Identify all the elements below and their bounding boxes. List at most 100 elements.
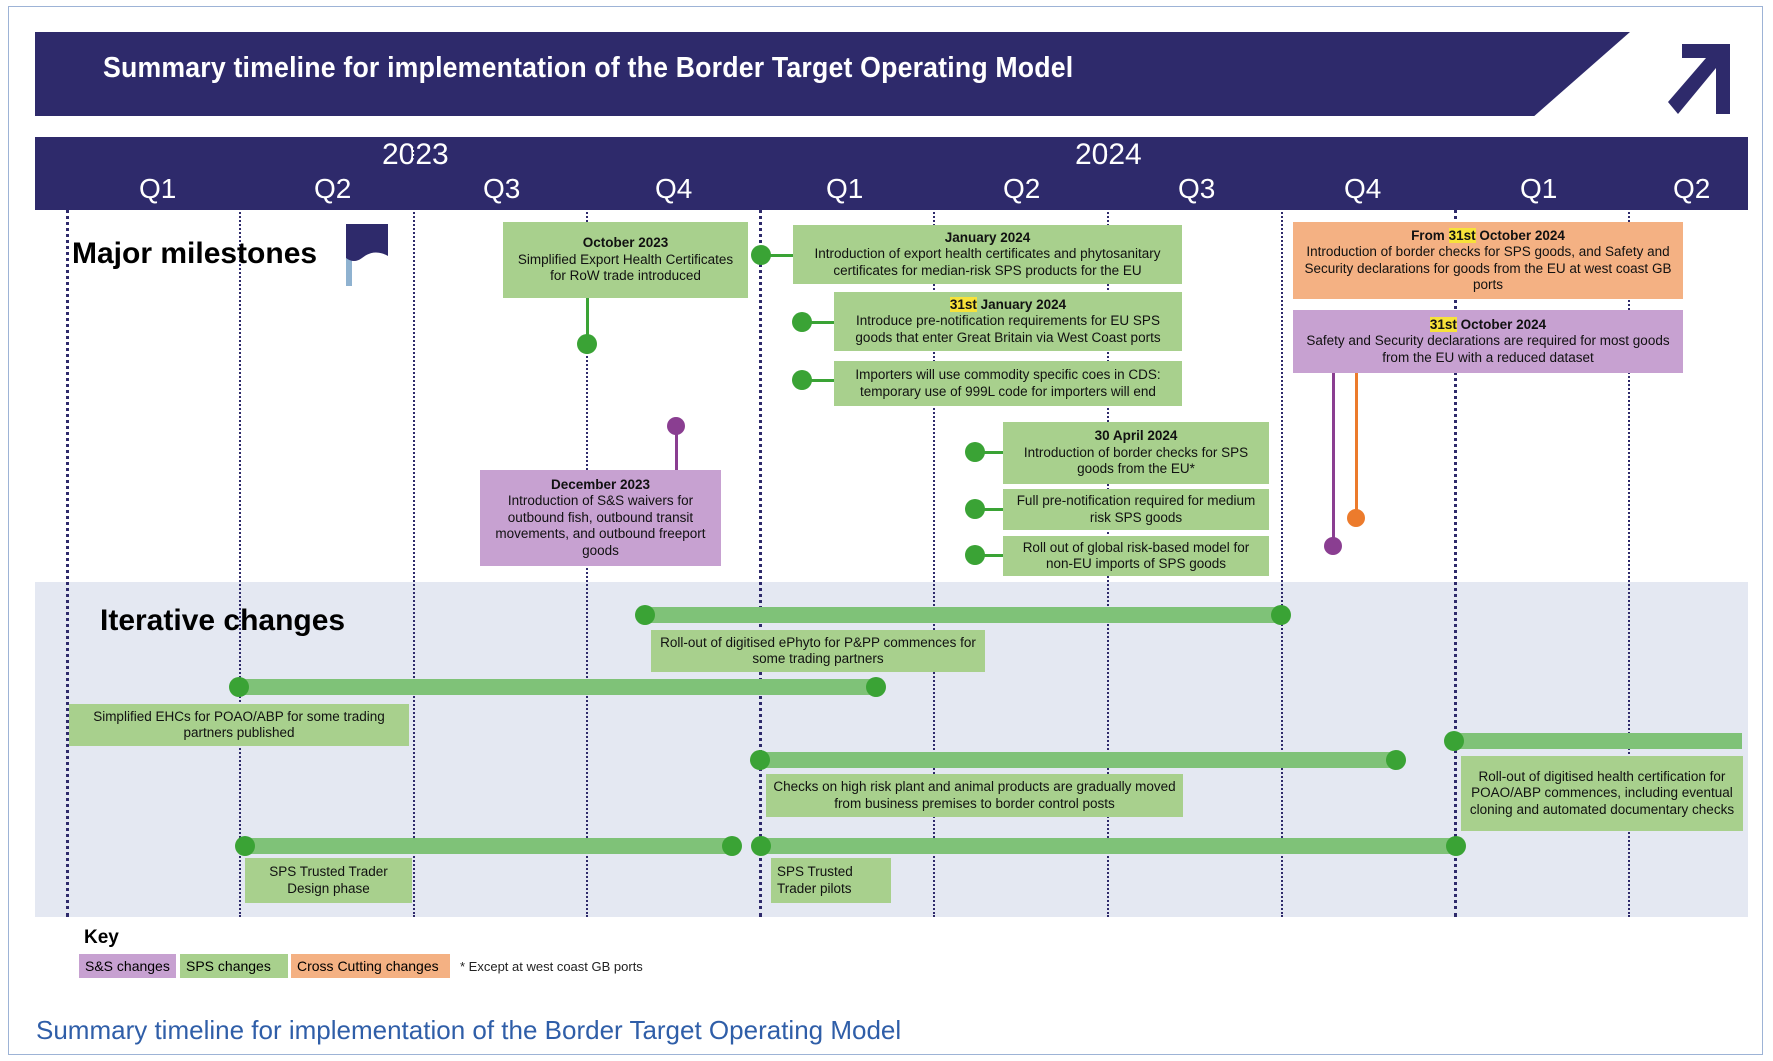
caption: Summary timeline for implementation of t… bbox=[36, 1015, 902, 1045]
milestone-text: Introduce pre-notification requirements … bbox=[855, 313, 1161, 345]
date-suffix: st bbox=[1444, 316, 1457, 332]
footnote: * Except at west coast GB ports bbox=[460, 959, 643, 974]
quarter-label: Q1 bbox=[139, 173, 177, 204]
gridline bbox=[1281, 137, 1283, 917]
date-rest: October 2024 bbox=[1475, 227, 1565, 243]
bar-start-dot bbox=[751, 836, 771, 856]
milestone-date: January 2024 bbox=[944, 229, 1031, 245]
bar-start-dot bbox=[635, 605, 655, 625]
bar-start-dot bbox=[1444, 731, 1464, 751]
milestone-text: Importers will use commodity specific co… bbox=[855, 367, 1161, 399]
bar-end-dot bbox=[1386, 750, 1406, 770]
milestone-dot bbox=[965, 545, 985, 565]
milestone-dot bbox=[965, 499, 985, 519]
date-day: 31 bbox=[1429, 316, 1445, 332]
date-day: 31 bbox=[1448, 227, 1464, 243]
timeline-bar bbox=[760, 752, 1396, 768]
bar-start-dot bbox=[750, 750, 770, 770]
milestone-dot bbox=[1324, 537, 1342, 555]
milestone-jan-2024: January 2024 Introduction of export heal… bbox=[793, 225, 1182, 284]
milestone-global-risk-model: Roll out of global risk-based model for … bbox=[1003, 536, 1269, 576]
milestone-text: Introduction of border checks for SPS go… bbox=[1023, 444, 1249, 477]
timeline-header bbox=[35, 137, 1748, 210]
gridline bbox=[759, 137, 762, 917]
date-rest: October 2024 bbox=[1456, 316, 1547, 332]
connector-line bbox=[1355, 373, 1358, 518]
title-banner bbox=[35, 32, 1630, 116]
flag-icon bbox=[346, 224, 388, 286]
timeline-bar bbox=[1454, 733, 1742, 749]
page-frame bbox=[8, 6, 1763, 1055]
connector-line bbox=[1332, 373, 1335, 546]
quarter-label: Q3 bbox=[1178, 173, 1216, 204]
milestone-dot bbox=[751, 245, 771, 265]
iterative-text: SPS Trusted Trader Design phase bbox=[269, 864, 388, 896]
key-title: Key bbox=[84, 927, 119, 948]
gridline bbox=[413, 137, 415, 917]
milestone-date: 31st January 2024 bbox=[840, 296, 1176, 314]
milestone-full-prenotification: Full pre-notification required for mediu… bbox=[1003, 489, 1269, 530]
milestone-date: From 31st October 2024 bbox=[1299, 227, 1677, 245]
bar-start-dot bbox=[229, 677, 249, 697]
milestone-text: Roll out of global risk-based model for … bbox=[1022, 539, 1250, 572]
date-suffix: st bbox=[1463, 227, 1476, 243]
timeline-bar bbox=[239, 679, 877, 695]
quarter-label: Q2 bbox=[314, 173, 352, 204]
key-sps-changes: SPS changes bbox=[180, 954, 288, 978]
iterative-text: Roll-out of digitised health certificati… bbox=[1469, 768, 1735, 817]
quarter-label: Q3 bbox=[483, 173, 521, 204]
milestone-oct-2023: October 2023 Simplified Export Health Ce… bbox=[503, 222, 748, 298]
key-ss-changes: S&S changes bbox=[79, 954, 176, 978]
quarter-label: Q2 bbox=[1673, 173, 1711, 204]
connector-line bbox=[982, 451, 1004, 454]
milestone-dot bbox=[792, 312, 812, 332]
milestone-text: Introduction of border checks for SPS go… bbox=[1304, 244, 1672, 292]
diagonal-arrow-icon bbox=[1668, 44, 1730, 114]
milestone-31-oct-2024-ss: 31st October 2024 Safety and Security de… bbox=[1293, 310, 1683, 373]
connector-line bbox=[675, 432, 678, 470]
year-label-2023: 2023 bbox=[382, 138, 449, 171]
gridline bbox=[1454, 137, 1457, 917]
key-cross-cutting-changes: Cross Cutting changes bbox=[291, 954, 450, 978]
quarter-label: Q4 bbox=[1344, 173, 1382, 204]
iterative-trusted-trader-pilots: SPS Trusted Trader pilots bbox=[771, 858, 891, 903]
milestone-31-oct-2024-cross-cutting: From 31st October 2024 Introduction of b… bbox=[1293, 222, 1683, 299]
milestone-30-apr-2024: 30 April 2024 Introduction of border che… bbox=[1003, 422, 1269, 484]
connector-line bbox=[809, 321, 835, 324]
milestone-text: Introduction of S&S waivers for outbound… bbox=[495, 493, 706, 558]
date-rest: January 2024 bbox=[976, 296, 1067, 312]
milestone-date: October 2023 bbox=[582, 235, 669, 251]
iterative-ephyto: Roll-out of digitised ePhyto for P&PP co… bbox=[651, 630, 985, 672]
iterative-text: Simplified EHCs for POAO/ABP for some tr… bbox=[93, 708, 385, 741]
quarter-label: Q4 bbox=[655, 173, 693, 204]
connector-line bbox=[982, 554, 1004, 557]
timeline-bar bbox=[761, 838, 1456, 854]
date-day: 31 bbox=[949, 296, 965, 312]
quarter-label: Q1 bbox=[826, 173, 864, 204]
milestone-date: 30 April 2024 bbox=[1094, 428, 1178, 444]
gridline bbox=[1628, 137, 1630, 917]
milestone-dot bbox=[792, 370, 812, 390]
milestone-date: December 2023 bbox=[550, 476, 651, 492]
gridline bbox=[66, 137, 69, 917]
page-title: Summary timeline for implementation of t… bbox=[103, 52, 1074, 84]
timeline-bar bbox=[645, 607, 1281, 623]
connector-line bbox=[768, 254, 794, 257]
milestone-dec-2023: December 2023 Introduction of S&S waiver… bbox=[480, 470, 721, 566]
quarter-label: Q2 bbox=[1003, 173, 1041, 204]
gridline bbox=[239, 137, 241, 917]
milestone-importers-cds: Importers will use commodity specific co… bbox=[834, 361, 1182, 406]
iterative-changes-heading: Iterative changes bbox=[100, 604, 346, 637]
quarter-label: Q1 bbox=[1520, 173, 1558, 204]
connector-line bbox=[982, 508, 1004, 511]
bar-end-dot bbox=[1271, 605, 1291, 625]
bar-end-dot bbox=[1446, 836, 1466, 856]
iterative-text: Checks on high risk plant and animal pro… bbox=[773, 779, 1176, 811]
milestone-text: Simplified Export Health Certificates fo… bbox=[517, 251, 734, 284]
connector-line bbox=[586, 298, 589, 343]
bar-end-dot bbox=[722, 836, 742, 856]
iterative-health-certification: Roll-out of digitised health certificati… bbox=[1461, 756, 1743, 831]
milestone-text: Safety and Security declarations are req… bbox=[1306, 333, 1670, 365]
milestone-dot bbox=[577, 334, 597, 354]
milestone-dot bbox=[1347, 509, 1365, 527]
